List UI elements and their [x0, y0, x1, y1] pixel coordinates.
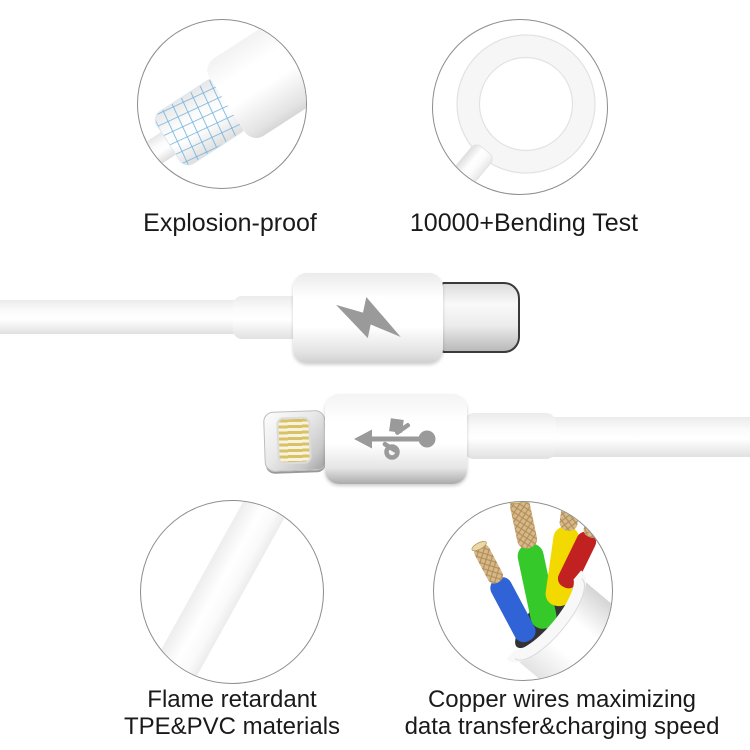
lightning-bolt-icon: [336, 296, 401, 339]
jacket-rim-front: [506, 570, 586, 663]
loop-connector-housing: [433, 177, 467, 194]
explosion-proof-circle: [137, 19, 307, 189]
feature-label-line1: Flame retardant: [147, 686, 317, 713]
wire-blue-copper-cap: [471, 540, 487, 552]
feature-label-line2: TPE&PVC materials: [123, 713, 341, 740]
trident-square: [389, 418, 404, 433]
usb-trident-icon: [354, 418, 436, 460]
trident-ring: [384, 444, 400, 460]
lightning-connector-body: [325, 394, 467, 484]
jacket-rim-edge: [514, 578, 585, 661]
wire-blue-insulation: [490, 577, 536, 643]
feature-label-copper-wires: Copper wires maximizing data transfer&ch…: [392, 686, 732, 740]
mesh-cable-illustration: [138, 20, 306, 186]
wire-green: [508, 502, 557, 629]
usb-c-connector-body: [293, 273, 443, 363]
lightning-gold-pins: [276, 416, 312, 465]
wire-green-copper: [510, 502, 538, 549]
bending-test-circle: [432, 19, 608, 195]
wire-blue-copper: [474, 543, 503, 584]
copper-wires-circle: [433, 501, 613, 681]
wire-green-copper-cap: [508, 502, 529, 505]
trident-arrowhead: [354, 429, 372, 449]
feature-label-bending-test: 10000+Bending Test: [409, 209, 639, 237]
lightning-cable: [550, 417, 750, 457]
wire-yellow-copper: [559, 502, 583, 531]
cable-loop-inner-edge: [478, 56, 574, 152]
flame-retardant-circle: [140, 500, 324, 684]
lightning-bolt-shape: [336, 296, 401, 339]
white-cable-illustration: [141, 501, 309, 683]
wire-red-copper: [583, 502, 612, 538]
wire-red-insulation: [557, 531, 597, 589]
cut-cable-illustration: [471, 502, 612, 680]
cable-band: [141, 501, 309, 683]
wire-blue: [471, 540, 536, 643]
lightning-strain-relief: [464, 413, 556, 459]
trident-end-ball: [418, 430, 436, 448]
usb-c-metal-tip: [441, 282, 520, 353]
feature-label-line1: Copper wires maximizing: [427, 686, 697, 713]
looped-cable-illustration: [433, 34, 596, 194]
usb-c-cable: [0, 300, 236, 334]
feature-label-line2: data transfer&charging speed: [404, 713, 720, 740]
feature-label-explosion-proof: Explosion-proof: [143, 209, 317, 237]
wire-green-insulation: [517, 543, 557, 629]
feature-label-flame-retardant: Flame retardant TPE&PVC materials: [72, 686, 392, 740]
usb-c-strain-relief: [233, 296, 295, 339]
trident-bar: [369, 436, 421, 442]
wire-red-copper-cap: [600, 502, 612, 503]
lightning-connector-tip: [262, 409, 328, 473]
cable-loop: [456, 34, 596, 174]
connector-housing: [207, 20, 306, 138]
cable-loop-outer-edge: [456, 34, 596, 174]
